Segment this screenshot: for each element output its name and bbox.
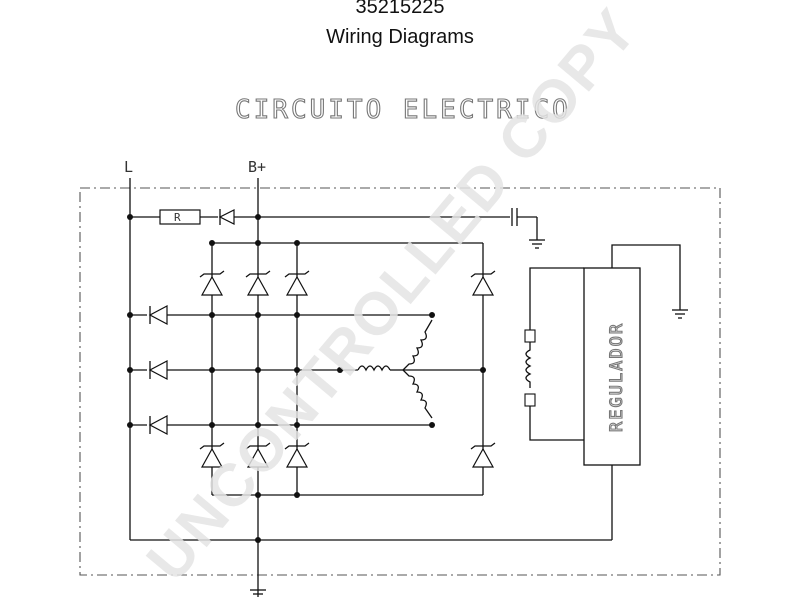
field-diode-1-icon <box>148 305 168 325</box>
part-number: 35215225 <box>355 0 445 18</box>
exciter-diode-icon <box>218 209 235 225</box>
field-diode-3-icon <box>148 415 168 435</box>
upper-diode-2-icon <box>245 270 271 296</box>
resistor-label: R <box>174 211 181 224</box>
capacitor-icon <box>511 208 538 240</box>
terminal-l-label: L <box>124 158 133 176</box>
ground-icon-reg <box>672 309 688 319</box>
regulator-block: REGULADOR <box>583 244 681 466</box>
diagram-heading: CIRCUITO ELECTRICO <box>235 95 571 125</box>
upper-diode-1-icon <box>199 270 225 296</box>
alternator-housing <box>79 187 721 576</box>
lower-diode-4-icon <box>470 442 496 468</box>
field-diode-2-icon <box>148 360 168 380</box>
top-excitation-line: R <box>130 208 545 249</box>
terminal-b-label: B+ <box>248 158 266 176</box>
document-title: Wiring Diagrams <box>326 26 474 48</box>
rectifier-bridge <box>199 243 496 495</box>
lower-diode-2-icon <box>245 442 271 468</box>
regulator-label: REGULADOR <box>607 322 627 432</box>
stator-winding-icon <box>340 319 483 419</box>
junction-dots <box>127 214 486 543</box>
ground-icon-main <box>250 589 266 595</box>
upper-diode-3-icon <box>284 270 310 296</box>
phase-lines <box>130 305 432 435</box>
lower-diode-3-icon <box>284 442 310 468</box>
field-winding-icon <box>524 267 584 441</box>
lower-diode-1-icon <box>199 442 225 468</box>
upper-diode-4-icon <box>470 270 496 296</box>
ground-icon-cap <box>529 239 545 249</box>
